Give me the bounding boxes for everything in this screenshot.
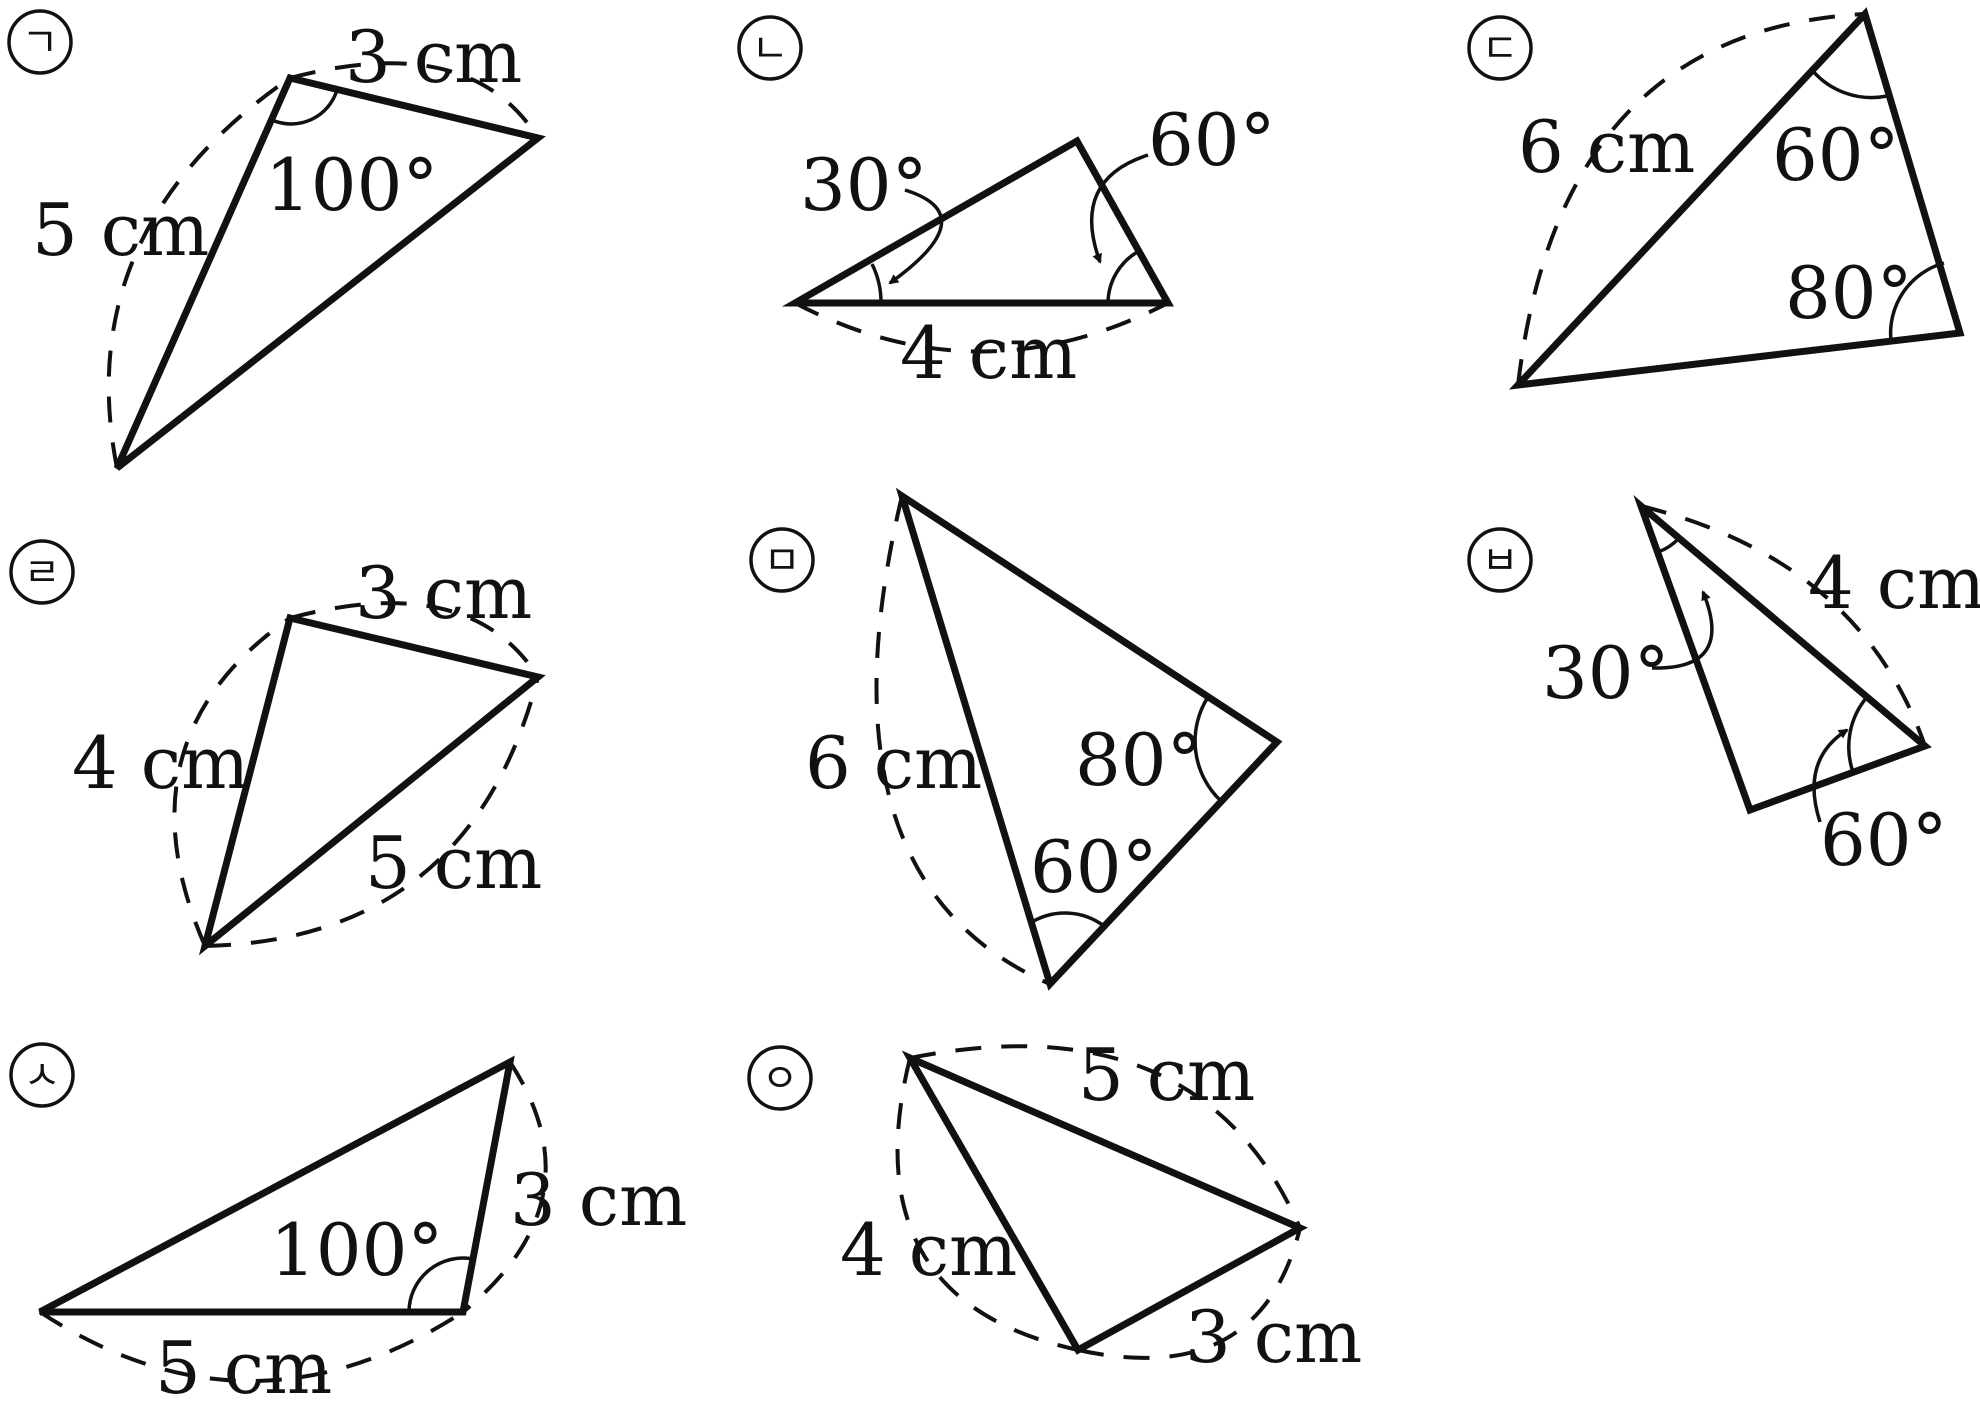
label-angle-80: 80° [1785,251,1913,335]
pointer-arrow-60 [1090,153,1149,264]
label-side-6cm: 6 cm [805,721,982,805]
angle-arc-60 [1106,249,1140,304]
angle-arc-100 [271,89,339,126]
dimension-arc-4cm [794,301,1169,354]
figure-ga: ㄱ 3 cm 5 cm 100° [7,9,546,471]
angle-arc-60 [1810,68,1888,100]
triangle-ra [198,613,546,956]
figure-marker-ga-text: ㄱ [22,20,59,66]
dimension-arc-3cm [1077,1227,1302,1360]
label-side-5cm: 5 cm [32,188,209,272]
pointer-arrow-30 [1651,590,1714,670]
dimension-arc-3cm [289,601,540,679]
label-angle-60: 60° [1772,113,1900,197]
label-side-3cm: 3 cm [345,15,522,99]
angle-arc-100 [407,1256,474,1313]
triangle-ga [113,73,546,471]
figure-marker-ra-text: ㄹ [24,550,61,596]
label-side-5cm: 5 cm [365,821,542,905]
label-side-6cm: 6 cm [1518,105,1695,189]
angle-arc-60 [1847,695,1869,773]
angle-arc-30 [1657,536,1681,554]
dimension-arc-6cm [1516,12,1866,386]
label-side-3cm: 3 cm [1185,1295,1362,1379]
dimension-arc-6cm [874,495,1051,986]
figure-ma: ㅁ 6 cm 80° 60° [749,487,1283,991]
label-angle-30: 30° [1542,631,1670,715]
label-angle-60: 60° [1148,98,1276,182]
angle-arc-30 [870,263,883,304]
figure-marker-na [737,15,803,81]
figure-marker-ga [7,9,73,75]
figure-marker-sa-text: ㅅ [24,1053,61,1099]
figure-marker-da [1467,15,1533,81]
figure-marker-na-text: ㄴ [752,26,789,72]
figure-nga: ㅇ 5 cm 4 cm 3 cm [747,1033,1362,1379]
label-angle-100: 100° [270,1208,443,1292]
figure-na: ㄴ 30° 60° 4 cm [737,15,1276,395]
label-side-3cm: 3 cm [355,551,532,635]
label-angle-30: 30° [800,143,928,227]
dimension-arc-4cm [895,1057,1079,1352]
figure-marker-ba [1467,527,1533,593]
triangle-sa [38,1055,515,1316]
label-side-3cm: 3 cm [510,1158,687,1242]
angle-arc-80 [1888,261,1945,342]
figure-da: ㄷ 6 cm 60° 80° [1467,7,1965,390]
triangle-na [781,136,1174,307]
dimension-arc-5cm [38,1310,465,1383]
dimension-arc-5cm [909,1044,1302,1229]
label-angle-60: 60° [1820,798,1948,882]
pointer-arrow-60 [1812,728,1849,823]
dimension-arc-3cm [461,1060,548,1314]
dimension-arc-5cm [204,676,540,948]
pointer-arrow-30 [888,188,944,285]
label-angle-80: 80° [1075,718,1203,802]
figure-sa: ㅅ 100° 3 cm 5 cm [9,1042,687,1408]
figure-ba: ㅂ 4 cm 30° 60° [1467,494,1980,882]
label-angle-100: 100° [265,143,438,227]
angle-arc-60 [1031,911,1106,928]
triangle-ma [895,487,1283,991]
figure-marker-ma [749,527,815,593]
dimension-arc-3cm [289,61,540,140]
dimension-arc-4cm [1640,504,1927,747]
label-side-4cm: 4 cm [900,311,1077,395]
label-angle-60: 60° [1030,825,1158,909]
label-side-5cm: 5 cm [155,1326,332,1408]
dimension-arc-5cm [106,76,292,469]
angle-arc-80 [1193,696,1223,803]
dimension-arc-4cm [172,616,292,947]
figure-marker-ma-text: ㅁ [764,538,801,584]
triangle-da [1508,7,1965,390]
figure-marker-ba-text: ㅂ [1482,538,1519,584]
label-side-4cm: 4 cm [1808,541,1980,625]
figure-marker-nga [747,1045,813,1111]
figure-ra: ㄹ 3 cm 4 cm 5 cm [9,539,546,956]
figure-marker-nga-text: ㅇ [762,1056,799,1102]
triangle-nga [901,1050,1308,1355]
label-side-5cm: 5 cm [1078,1033,1255,1117]
figure-marker-sa [9,1042,75,1108]
label-side-4cm: 4 cm [840,1208,1017,1292]
figure-marker-ra [9,539,75,605]
label-side-4cm: 4 cm [72,721,249,805]
figure-marker-da-text: ㄷ [1482,26,1519,72]
